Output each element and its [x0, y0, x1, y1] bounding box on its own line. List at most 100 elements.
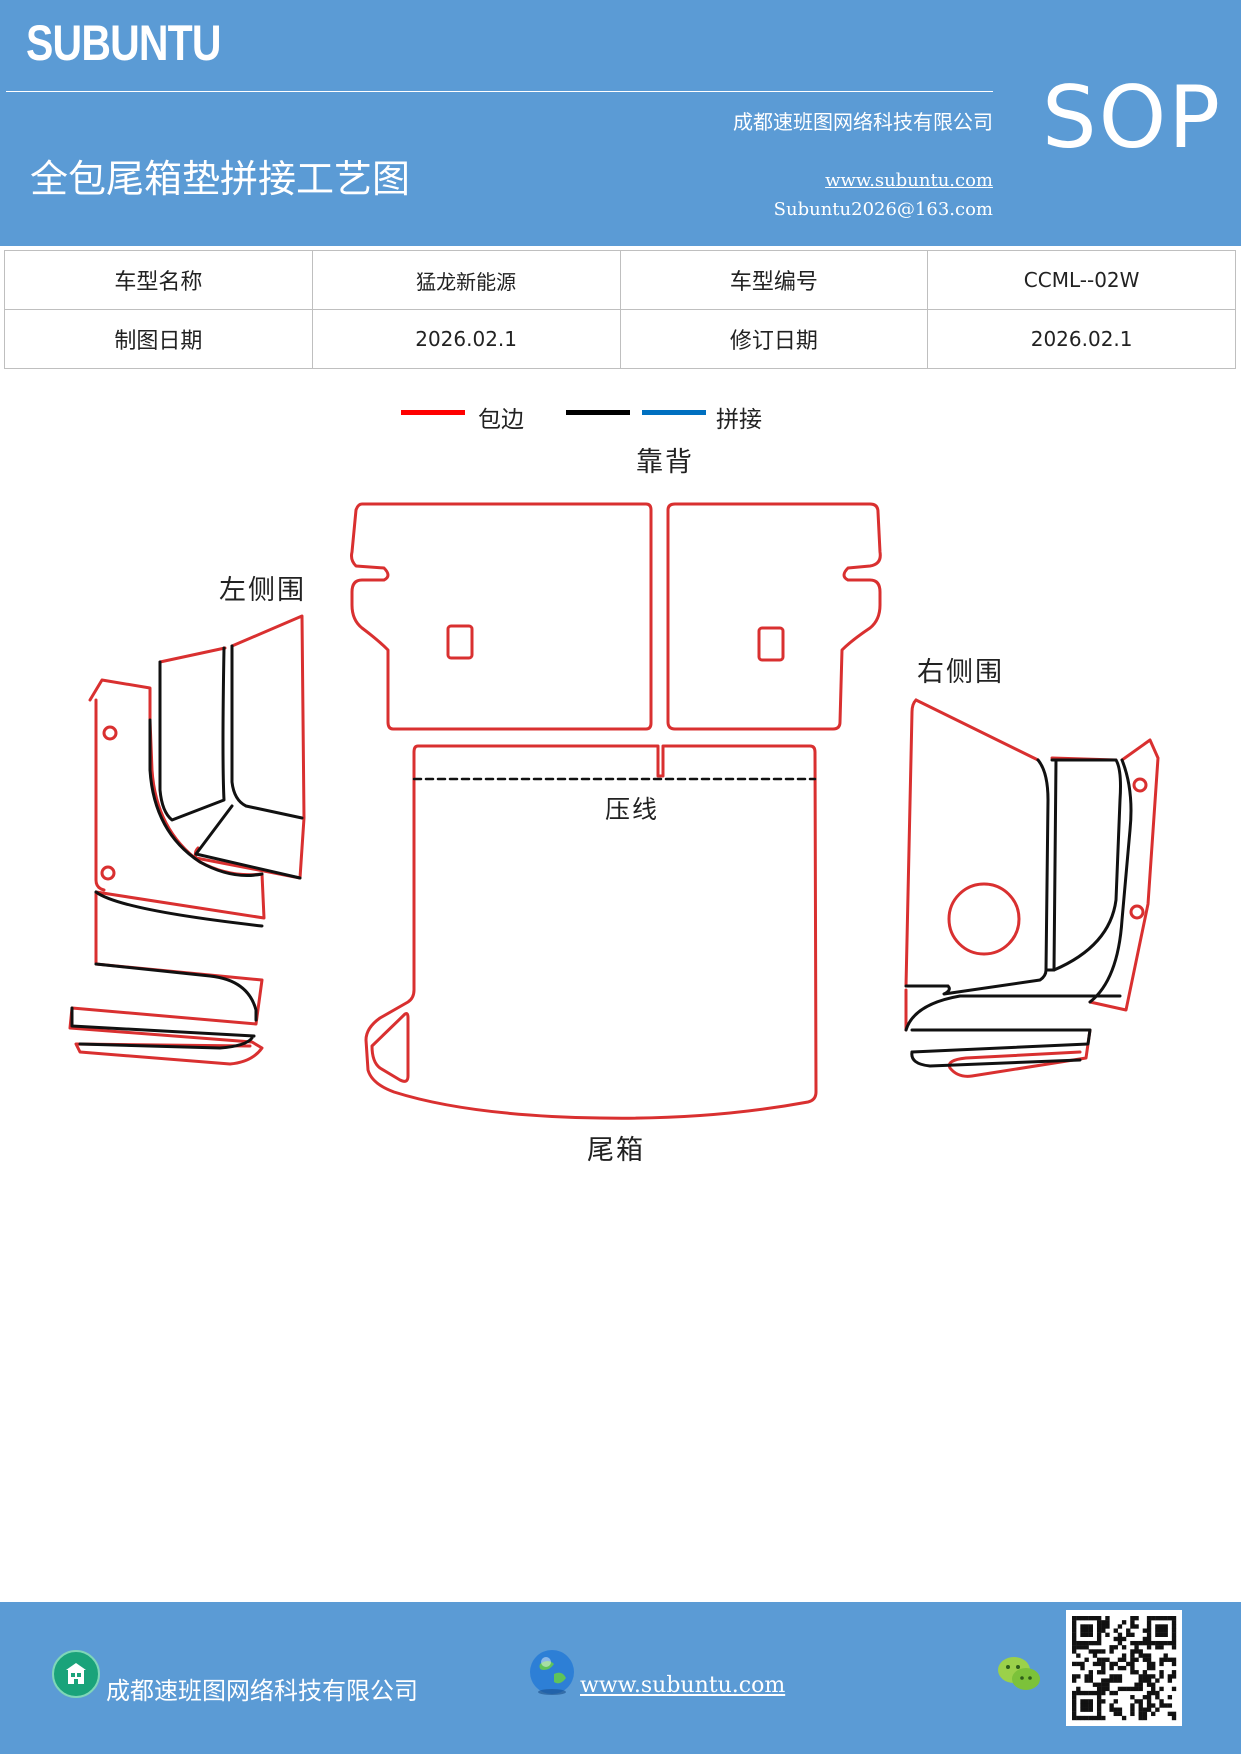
qr-code — [1066, 1610, 1182, 1726]
qr-module — [1163, 1703, 1168, 1708]
qr-module — [1105, 1632, 1110, 1637]
wechat-icon[interactable] — [996, 1654, 1042, 1694]
qr-module — [1080, 1624, 1085, 1629]
revise-date-label: 修订日期 — [619, 309, 929, 369]
qr-module — [1101, 1665, 1106, 1671]
qr-module — [1096, 1624, 1102, 1629]
qr-module — [1167, 1711, 1173, 1717]
qr-module — [1130, 1695, 1135, 1700]
qr-module — [1109, 1649, 1114, 1654]
qr-module — [1121, 1715, 1127, 1721]
header-banner: SUBUNTU 成都速班图网络科技有限公司 全包尾箱垫拼接工艺图 www.sub… — [0, 0, 1241, 246]
legend-edge-label: 包边 — [478, 407, 524, 433]
right-side-outer-edge — [914, 698, 1160, 1078]
qr-module — [1072, 1703, 1077, 1708]
qr-module — [1084, 1640, 1089, 1646]
qr-module — [1084, 1678, 1089, 1683]
qr-module — [1076, 1653, 1081, 1658]
qr-module — [1072, 1707, 1077, 1712]
qr-module — [1113, 1636, 1118, 1642]
qr-module — [1101, 1620, 1106, 1625]
qr-module — [1171, 1620, 1177, 1625]
qr-module — [1072, 1620, 1077, 1625]
document-title: 全包尾箱垫拼接工艺图 — [30, 157, 411, 201]
qr-module — [1080, 1645, 1085, 1650]
qr-module — [1159, 1657, 1164, 1662]
qr-module — [1146, 1620, 1152, 1625]
qr-module — [1171, 1674, 1177, 1679]
website-link[interactable]: www.subuntu.com — [825, 170, 993, 191]
qr-module — [1088, 1699, 1093, 1704]
qr-module — [1109, 1690, 1114, 1696]
revise-date-value: 2026.02.1 — [927, 309, 1236, 369]
qr-module — [1163, 1632, 1168, 1637]
qr-module — [1138, 1649, 1143, 1654]
left-seam-4 — [148, 718, 264, 877]
qr-module — [1142, 1628, 1148, 1633]
qr-module — [1126, 1686, 1131, 1692]
qr-module — [1113, 1711, 1118, 1717]
email-address[interactable]: Subuntu2026@163.com — [773, 199, 993, 220]
qr-module — [1142, 1674, 1148, 1679]
qr-module — [1151, 1682, 1156, 1687]
qr-module — [1138, 1674, 1143, 1679]
qr-module — [1088, 1616, 1093, 1621]
qr-module — [1142, 1640, 1148, 1646]
right-seam-2 — [1050, 758, 1122, 972]
qr-module — [1163, 1653, 1168, 1658]
qr-module — [1146, 1628, 1152, 1633]
qr-module — [1105, 1686, 1110, 1692]
qr-module — [1096, 1703, 1102, 1708]
qr-module — [1117, 1657, 1123, 1662]
qr-module — [1101, 1690, 1106, 1696]
left-side-strip-edge — [94, 698, 106, 892]
qr-module — [1096, 1636, 1102, 1642]
label-trunk: 尾箱 — [587, 1135, 645, 1166]
qr-module — [1088, 1715, 1093, 1721]
label-crease: 压线 — [605, 795, 660, 824]
left-seam-7 — [70, 1006, 256, 1038]
qr-module — [1109, 1703, 1114, 1708]
footer-company-name: 成都速班图网络科技有限公司 — [106, 1677, 418, 1705]
qr-module — [1134, 1686, 1139, 1692]
qr-module — [1080, 1665, 1085, 1671]
qr-module — [1117, 1632, 1123, 1637]
qr-module — [1088, 1649, 1093, 1654]
qr-module — [1146, 1665, 1152, 1671]
footer-website-link[interactable]: www.subuntu.com — [580, 1673, 786, 1698]
qr-module — [1167, 1657, 1173, 1662]
qr-module — [1072, 1711, 1077, 1717]
qr-module — [1159, 1616, 1164, 1621]
qr-module — [1072, 1624, 1077, 1629]
qr-module — [1155, 1628, 1160, 1633]
backrest-right-slot — [757, 626, 785, 662]
qr-module — [1084, 1715, 1089, 1721]
qr-module — [1084, 1699, 1089, 1704]
qr-module — [1101, 1686, 1106, 1692]
qr-module — [1076, 1640, 1081, 1646]
pattern-drawing — [68, 502, 1160, 1120]
qr-module — [1092, 1682, 1098, 1687]
company-name: 成都速班图网络科技有限公司 — [733, 110, 993, 134]
qr-module — [1146, 1632, 1152, 1637]
qr-module — [1142, 1707, 1148, 1712]
draw-date-value: 2026.02.1 — [311, 309, 621, 369]
qr-module — [1113, 1645, 1118, 1650]
mat-pattern-diagram: 靠背 左侧围 右侧围 压线 尾箱 — [0, 440, 1241, 1180]
qr-module — [1117, 1707, 1123, 1712]
qr-module — [1096, 1657, 1102, 1662]
right-side-hole-1 — [1132, 777, 1148, 793]
qr-module — [1163, 1628, 1168, 1633]
qr-module — [1084, 1703, 1089, 1708]
qr-module — [1171, 1670, 1177, 1675]
qr-module — [1121, 1665, 1127, 1671]
qr-module — [1159, 1628, 1164, 1633]
qr-module — [1121, 1653, 1127, 1658]
qr-module — [1146, 1653, 1152, 1658]
right-seam-4 — [904, 968, 1048, 996]
qr-module — [1101, 1628, 1106, 1633]
qr-module — [1117, 1686, 1123, 1692]
qr-module — [1130, 1616, 1135, 1621]
qr-module — [1084, 1628, 1089, 1633]
right-seam-5 — [904, 994, 1122, 1032]
